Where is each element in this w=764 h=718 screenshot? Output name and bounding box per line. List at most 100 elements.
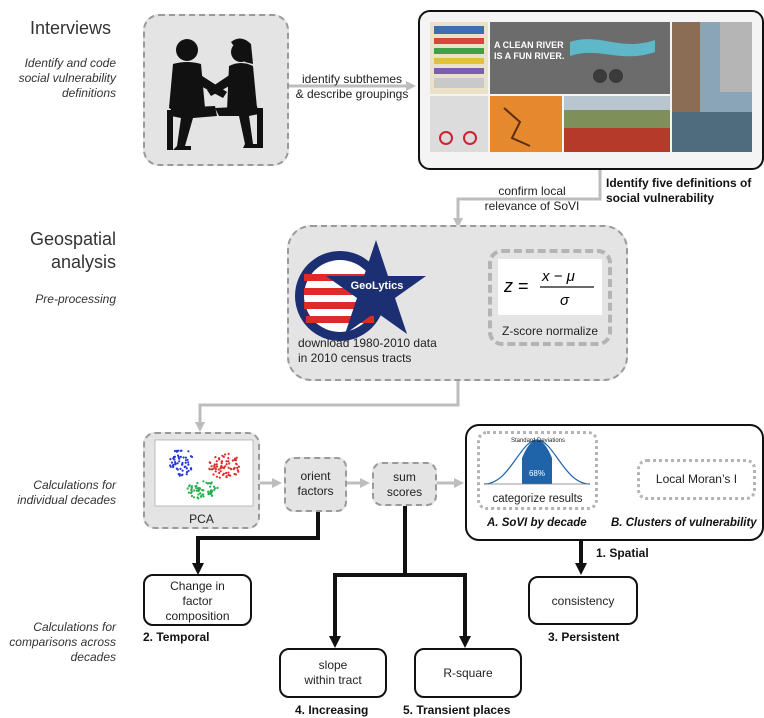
pca-point (225, 463, 228, 466)
pca-point (214, 467, 217, 471)
pca-point (233, 466, 236, 469)
label-download-data: download 1980-2010 data in 2010 census t… (298, 336, 437, 365)
pca-point (184, 456, 187, 459)
slope-node: slope within tract (279, 648, 387, 698)
label-identify-subthemes: identify subthemes & describe groupings (295, 72, 409, 101)
pca-point (215, 475, 218, 478)
connector-sum-to-rsquare (405, 573, 471, 648)
pca-point (176, 454, 180, 457)
pca-point (172, 455, 176, 459)
pca-point (179, 467, 182, 470)
pca-point (197, 493, 200, 496)
svg-text:x − μ: x − μ (541, 268, 575, 285)
pca-point (231, 459, 234, 462)
pca-point (209, 482, 213, 485)
sum-scores-label: sum scores (386, 470, 423, 499)
pca-point (178, 457, 181, 460)
pca-point (192, 496, 196, 499)
pca-point (212, 485, 216, 488)
pca-point (179, 455, 182, 458)
normal-curve-icon (483, 439, 591, 485)
zscore-formula-icon: z = x − μ σ (503, 268, 594, 309)
pca-point (236, 466, 239, 469)
pca-point (220, 462, 223, 465)
pca-point (185, 467, 188, 470)
pca-point (221, 460, 224, 463)
label-sovi-by-decade: A. SoVI by decade (487, 517, 587, 529)
geolytics-logo-text: GeoLytics (350, 280, 404, 292)
pca-point (197, 489, 200, 492)
pca-point (196, 482, 199, 485)
pca-point (227, 471, 230, 474)
pca-point (189, 455, 193, 458)
pca-point (216, 486, 219, 489)
pca-point (176, 462, 179, 465)
pca-point (227, 466, 230, 469)
pca-point (215, 463, 218, 466)
label-confirm-relevance: confirm local relevance of SoVI (484, 184, 580, 213)
pca-point (206, 482, 209, 485)
pca-point (190, 490, 193, 493)
subheading-individual: Calculations for individual decades (17, 478, 116, 507)
pca-point (195, 484, 198, 488)
pca-point (221, 466, 224, 469)
pca-point (199, 492, 202, 495)
consistency-node: consistency (528, 576, 638, 625)
interview-silhouette-icon (167, 38, 263, 150)
consistency-label: consistency (551, 594, 615, 608)
pca-point (208, 461, 211, 464)
pca-point (202, 495, 205, 498)
change-factor-label: Change in factor composition (165, 579, 230, 623)
pca-point (173, 449, 177, 453)
photo-collage-box: A CLEAN RIVER IS A FUN RIVER. (418, 10, 764, 170)
pca-point (173, 458, 176, 461)
pca-point (229, 474, 232, 477)
orient-factors-label: orient factors (297, 469, 334, 498)
pca-point (227, 457, 230, 460)
pca-point (187, 491, 190, 494)
slope-label: slope within tract (304, 658, 362, 687)
pca-point (202, 493, 205, 496)
pca-point (236, 469, 239, 472)
pca-point (233, 458, 236, 462)
photo-collage (430, 22, 752, 152)
heading-geospatial: Geospatial analysis (29, 229, 116, 272)
pca-point (190, 468, 193, 471)
label-persistent: 3. Persistent (548, 630, 620, 644)
pca-point (224, 453, 227, 456)
pca-point (172, 463, 175, 466)
pca-point (176, 468, 179, 471)
pca-point (181, 461, 184, 465)
pca-point (178, 474, 181, 477)
change-factor-node: Change in factor composition (143, 574, 252, 626)
pca-point (235, 462, 238, 465)
pca-box: PCA (143, 432, 260, 529)
pca-point (169, 464, 172, 467)
zscore-box: z = x − μ σ Z-score normalize (488, 249, 612, 346)
pca-point (174, 462, 177, 465)
pca-label: PCA (189, 512, 214, 526)
zscore-formula-panel: z = x − μ σ (498, 259, 602, 315)
pca-point (227, 460, 230, 463)
pca-point (218, 476, 221, 479)
pca-point (233, 472, 236, 476)
pca-point (188, 485, 191, 488)
pca-point (169, 458, 172, 461)
pca-point (185, 473, 188, 476)
pca-point (225, 475, 228, 478)
pca-point (235, 456, 238, 459)
pca-point (198, 487, 202, 490)
pca-point (213, 464, 216, 467)
pca-point (219, 466, 222, 469)
subheading-preprocessing: Pre-processing (35, 292, 116, 306)
pca-point (190, 485, 193, 488)
pct-label: 68% (528, 469, 545, 478)
pca-point (170, 461, 174, 464)
pca-point (202, 489, 205, 492)
pca-point (222, 455, 225, 458)
pca-point (187, 469, 190, 472)
pca-point (225, 460, 228, 463)
river-sign-label: A CLEAN RIVER IS A FUN RIVER. (494, 40, 565, 61)
svg-text:σ: σ (560, 292, 570, 309)
